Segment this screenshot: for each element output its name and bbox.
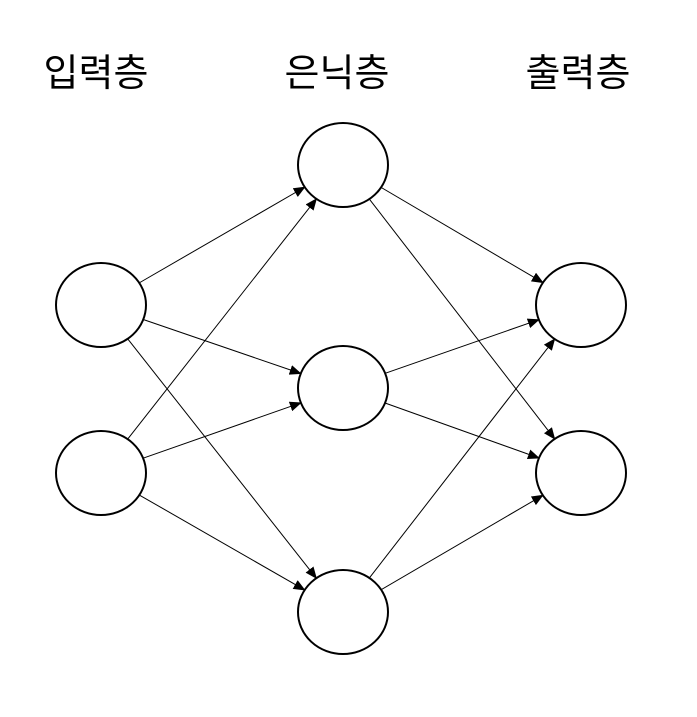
connection-group [127,186,556,591]
connection-arrow-input-node-2-to-hidden-node-2 [142,401,302,459]
input-node-2 [55,430,147,516]
hidden-node-2 [297,345,389,431]
connection-arrow-hidden-node-3-to-output-node-1 [368,338,556,579]
connection-arrow-input-node-2-to-hidden-node-3 [139,494,306,591]
node-group [55,122,627,655]
connection-arrow-hidden-node-2-to-output-node-2 [384,402,540,459]
connection-arrow-hidden-node-1-to-output-node-2 [368,198,556,440]
connection-arrow-hidden-node-1-to-output-node-1 [380,186,544,284]
output-node-1 [535,262,627,348]
output-node-2 [535,430,627,516]
connection-arrow-input-node-1-to-hidden-node-2 [143,319,302,375]
input-layer-label: 입력층 [44,51,149,95]
connection-arrow-input-node-1-to-hidden-node-1 [138,186,306,284]
connection-arrow-hidden-node-2-to-output-node-1 [384,318,540,374]
output-layer-label: 출력층 [526,51,631,95]
connection-arrow-hidden-node-3-to-output-node-2 [380,494,544,591]
hidden-node-1 [297,122,389,208]
hidden-node-3 [297,569,389,655]
input-node-1 [55,262,147,348]
hidden-layer-label: 은닉층 [285,51,390,95]
connection-arrow-input-node-2-to-hidden-node-1 [127,198,318,440]
connection-arrow-input-node-1-to-hidden-node-3 [127,338,317,579]
